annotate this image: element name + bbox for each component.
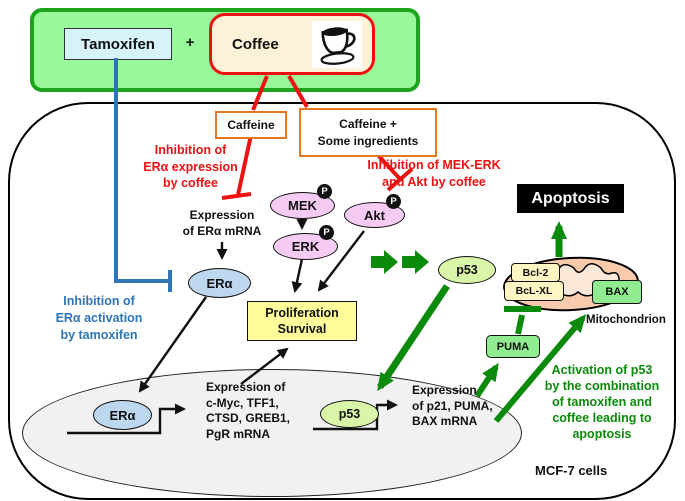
expression-p53-targets-label: Expression of p21, PUMA, BAX mRNA [412,383,493,428]
phospho-badge-erk: P [319,225,334,240]
note-inhibition-mek-akt: Inhibition of MEK-ERK and Akt by coffee [367,158,501,189]
expression-era-targets-label: Expression of c-Myc, TFF1, CTSD, GREB1, … [206,380,291,441]
coffee-cup-icon [312,20,362,68]
tamoxifen-label: Tamoxifen [81,35,155,53]
apoptosis-box: Apoptosis [517,184,624,213]
coffee-label: Coffee [232,35,279,53]
phospho-badge-akt: P [386,194,401,209]
mitochondrion-label: Mitochondrion [586,314,666,326]
bcl2-box: Bcl-2 [511,263,560,282]
proliferation-box: Proliferation Survival [247,301,357,341]
bax-box: BAX [592,280,642,304]
era-cytoplasm-oval: ERα [188,268,251,298]
note-activation-p53: Activation of p53 by the combination of … [544,363,660,441]
p53-cytoplasm-oval: p53 [438,256,496,284]
era-nucleus-oval: ERα [93,400,152,430]
tamoxifen-box: Tamoxifen [64,28,172,60]
coffee-box: Coffee [209,13,375,75]
phospho-badge-mek: P [317,184,332,199]
note-inhibition-era-expression: Inhibition of ERα expression by coffee [143,143,238,190]
caffeine-ingredients-box: Caffeine + Some ingredients [299,108,437,157]
bclxl-box: BcL-XL [504,281,564,301]
p53-nucleus-oval: p53 [320,400,379,428]
caffeine-box: Caffeine [215,111,287,139]
expression-era-mrna-label: Expression of ERα mRNA [182,208,262,238]
mcf7-cells-label: MCF-7 cells [535,463,608,478]
note-inhibition-era-activation: Inhibition of ERα activation by tamoxife… [55,294,143,342]
plus-sign: + [185,34,195,51]
puma-box: PUMA [486,335,540,358]
akt-oval: Akt [344,202,405,228]
